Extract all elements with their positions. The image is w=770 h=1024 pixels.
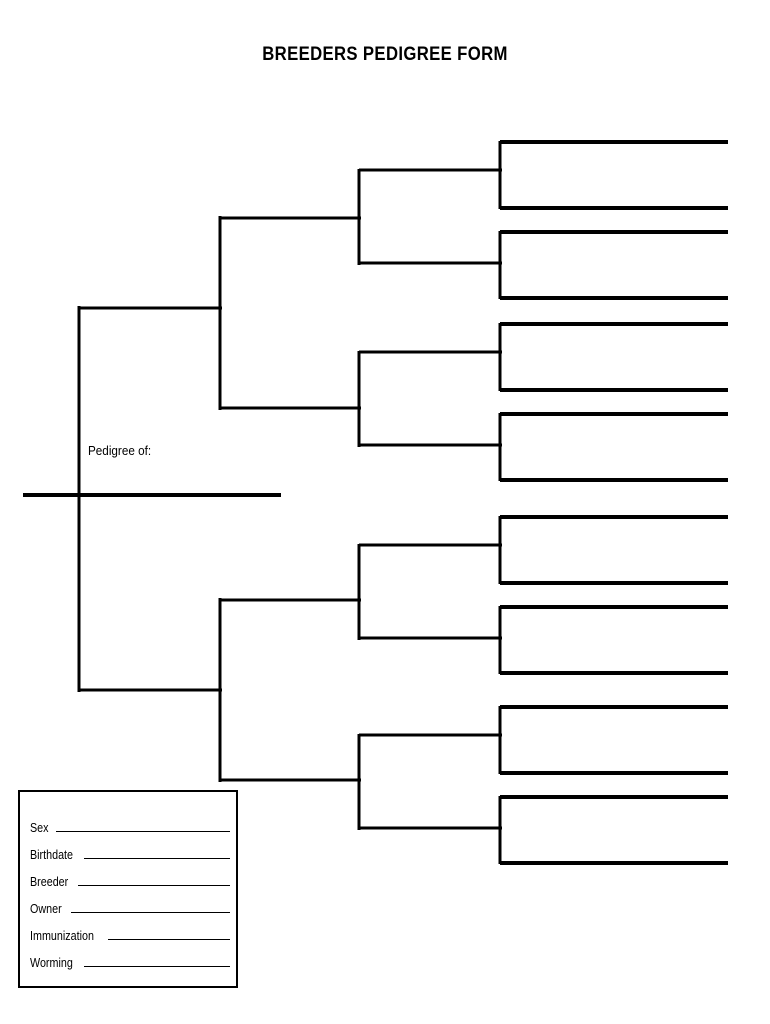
- info-row-immunization: Immunization: [30, 916, 230, 943]
- info-label-birthdate: Birthdate: [30, 848, 74, 862]
- info-line-immunization[interactable]: [108, 939, 230, 940]
- generation-4-group: [359, 140, 728, 865]
- pedigree-of-label: Pedigree of:: [88, 443, 152, 458]
- info-label-immunization: Immunization: [30, 929, 94, 943]
- info-label-breeder: Breeder: [30, 875, 69, 889]
- info-field-list: Sex Birthdate Breeder Owner Immunization: [30, 808, 230, 970]
- info-row-owner: Owner: [30, 889, 230, 916]
- info-row-breeder: Breeder: [30, 862, 230, 889]
- info-label-owner: Owner: [30, 902, 62, 916]
- info-line-breeder[interactable]: [78, 885, 230, 886]
- info-line-birthdate[interactable]: [84, 858, 230, 859]
- info-line-worming[interactable]: [83, 966, 230, 967]
- info-row-sex: Sex: [30, 808, 230, 835]
- info-label-worming: Worming: [30, 956, 73, 970]
- page-title: BREEDERS PEDIGREE FORM: [262, 44, 508, 65]
- info-row-worming: Worming: [30, 943, 230, 970]
- info-line-sex[interactable]: [55, 831, 230, 832]
- info-box: Sex Birthdate Breeder Owner Immunization: [18, 790, 238, 988]
- info-row-birthdate: Birthdate: [30, 835, 230, 862]
- info-label-sex: Sex: [30, 821, 49, 835]
- info-line-owner[interactable]: [70, 912, 230, 913]
- generation-1-group: [23, 306, 281, 692]
- generation-3-group: [220, 169, 361, 830]
- generation-2-group: [79, 216, 222, 782]
